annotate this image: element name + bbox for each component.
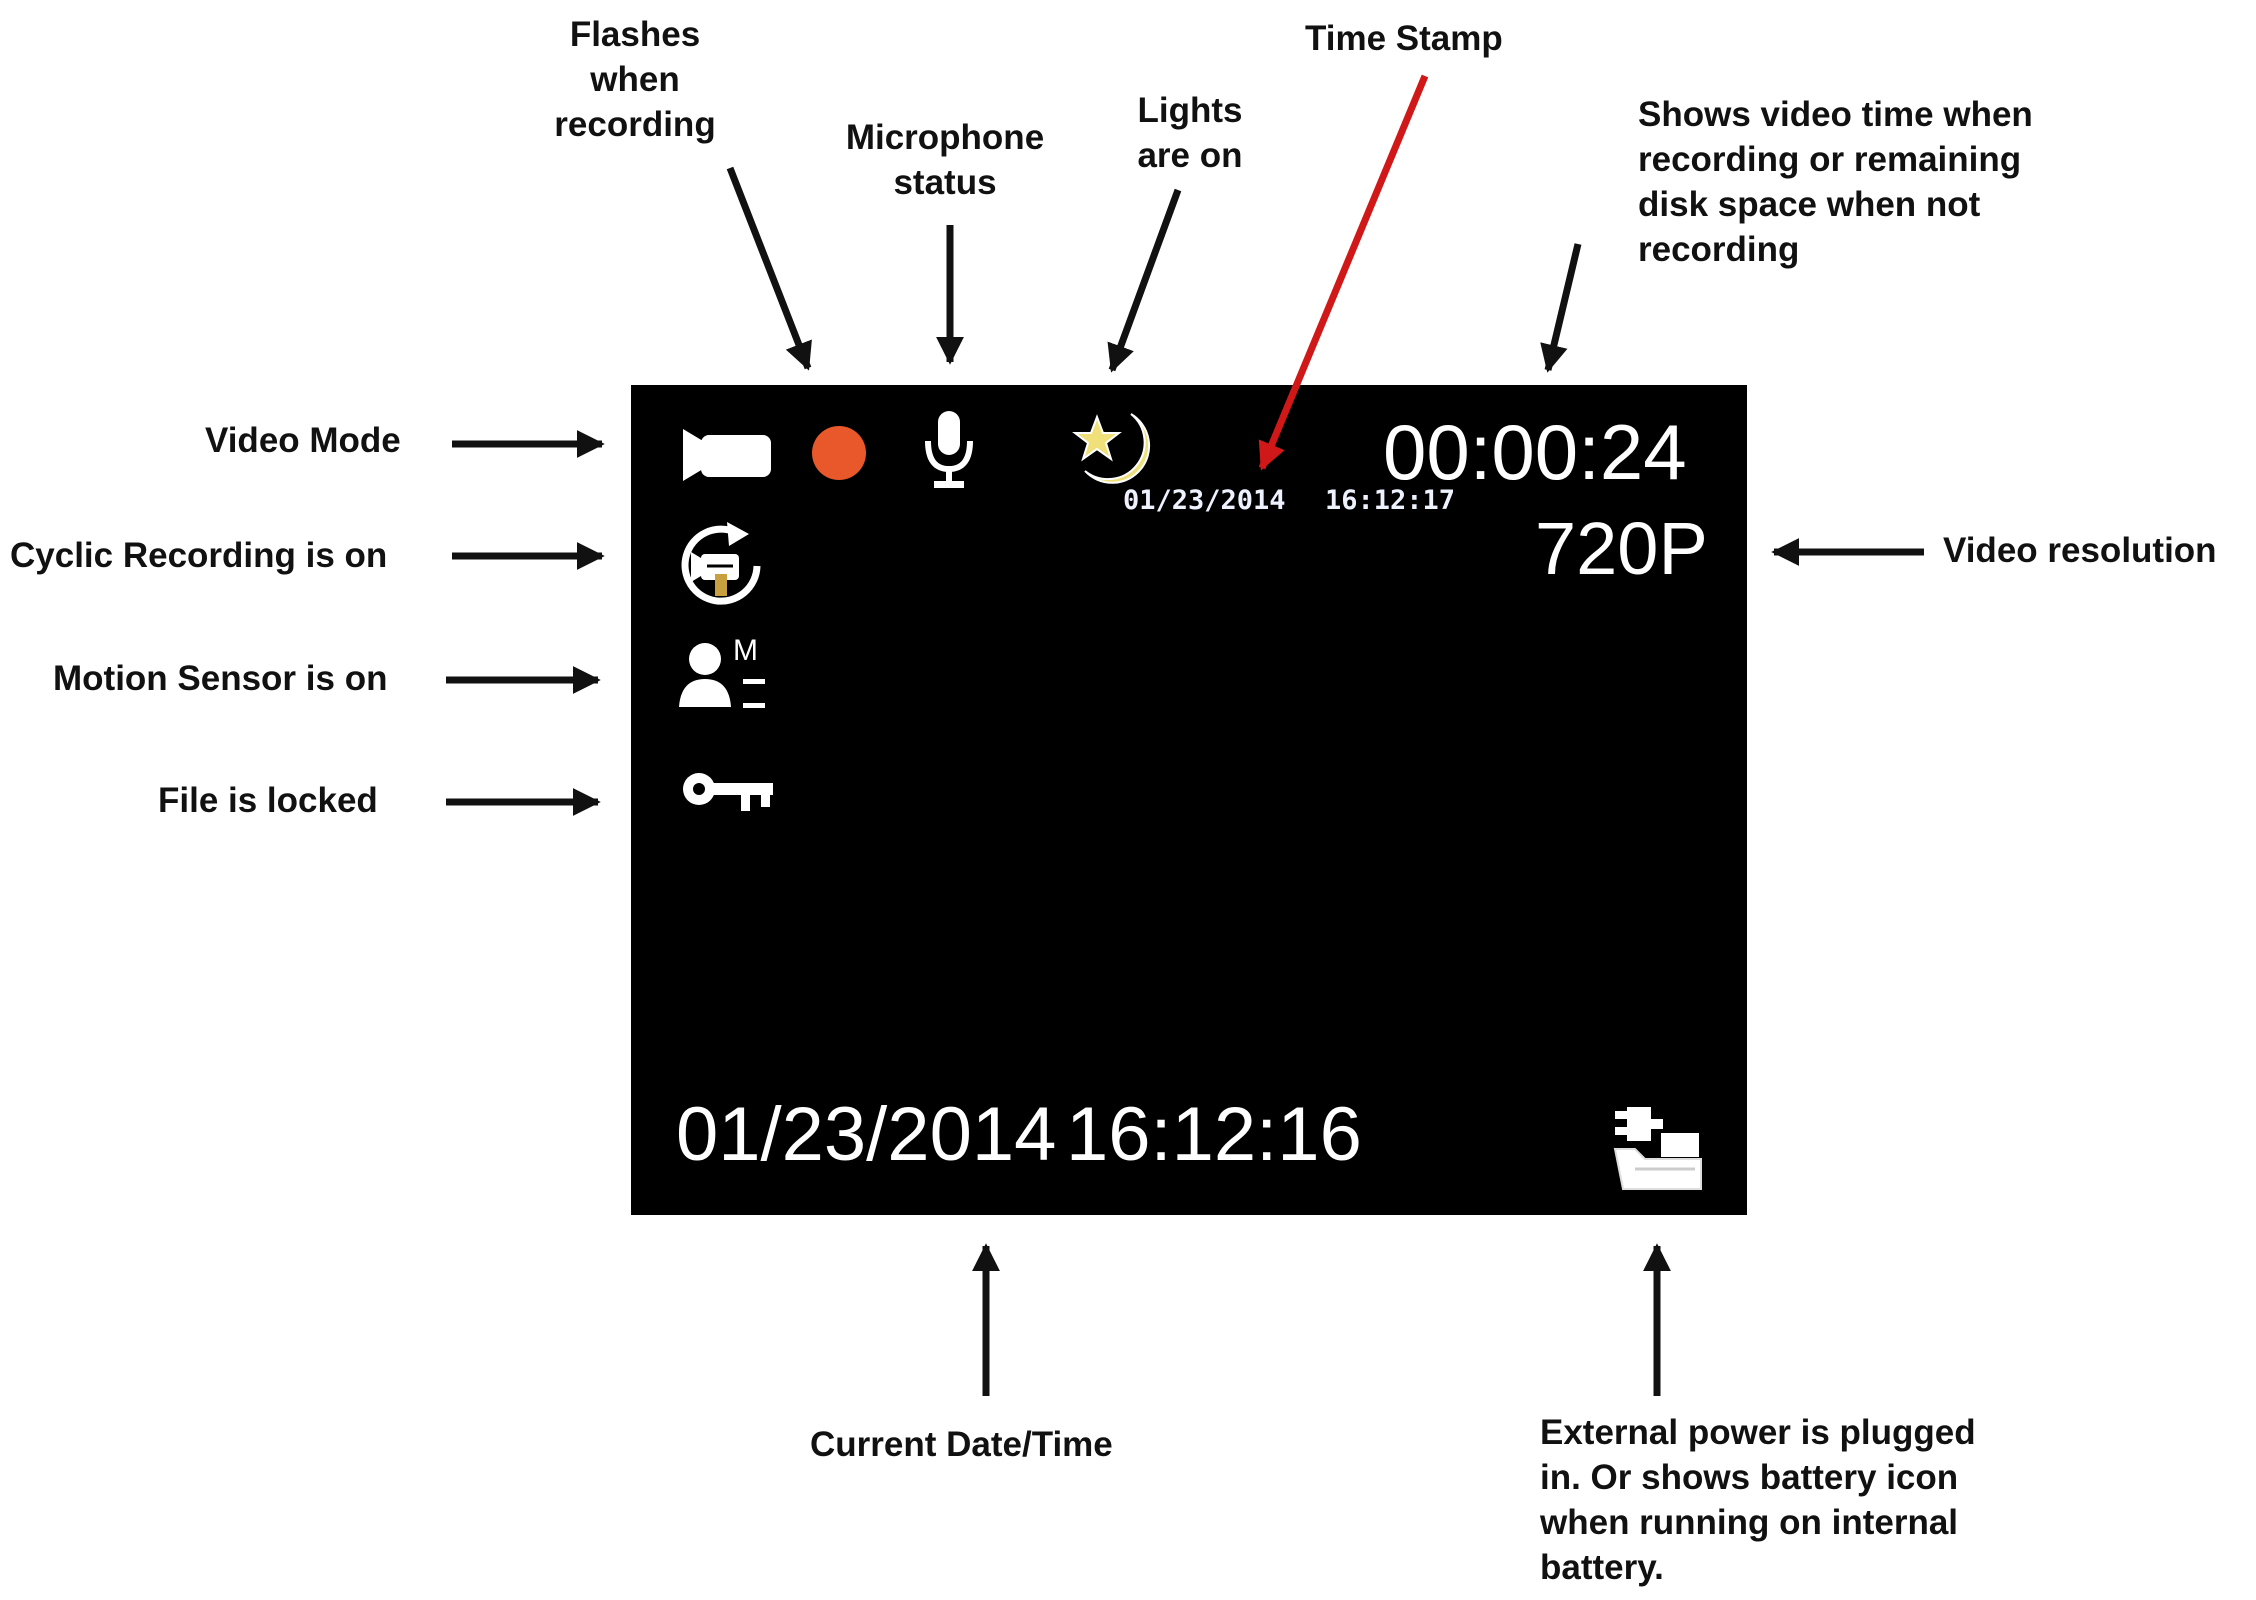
current-time: 16:12:16	[1066, 1092, 1362, 1177]
motion-sensor-icon	[679, 643, 731, 707]
video-time-label: Shows video time when recording or remai…	[1638, 95, 2033, 269]
camera-screen: 01/23/2014 16:12:17 00:00:24 720P M 01/2…	[631, 385, 1747, 1215]
video-resolution: 720P	[1535, 507, 1708, 590]
current-datetime-label: Current Date/Time	[810, 1425, 1113, 1464]
night-light-icon	[1072, 413, 1151, 484]
lights-arrow	[1107, 188, 1182, 373]
video-time-arrow	[1540, 243, 1582, 373]
motion-label: Motion Sensor is on	[53, 659, 388, 698]
lights-label: Lights are on	[1137, 91, 1243, 175]
time-stamp-arrow	[1258, 74, 1429, 471]
locked-label: File is locked	[158, 781, 378, 820]
time-stamp-date: 01/23/2014	[1123, 485, 1286, 516]
microphone-icon	[925, 411, 973, 488]
cyclic-label: Cyclic Recording is on	[10, 536, 388, 575]
flashes-label: Flashes when recording	[554, 15, 716, 144]
record-dot-icon	[812, 426, 866, 480]
time-stamp-time: 16:12:17	[1325, 485, 1456, 516]
microphone-label: Microphone status	[845, 118, 1045, 202]
elapsed-time: 00:00:24	[1383, 408, 1687, 496]
video-camera-icon	[683, 429, 771, 481]
cyclic-recording-icon	[681, 522, 761, 605]
time-stamp-label: Time Stamp	[1305, 19, 1503, 58]
flashes-arrow	[726, 166, 812, 371]
current-date: 01/23/2014	[676, 1092, 1057, 1177]
video-mode-label: Video Mode	[205, 421, 401, 460]
motion-sensor-letter: M	[733, 634, 758, 667]
external-power-label: External power is plugged in. Or shows b…	[1540, 1413, 1976, 1587]
power-plug-icon	[1613, 1107, 1702, 1190]
motion-sensor-dashes-icon	[743, 679, 765, 708]
key-icon	[683, 773, 773, 811]
resolution-label: Video resolution	[1943, 531, 2217, 570]
